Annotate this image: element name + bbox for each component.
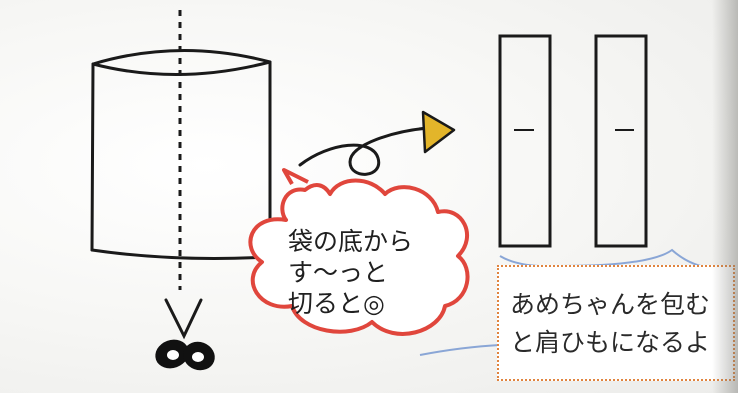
paper-shadow [712,0,738,393]
caption-line-2: と肩ひもになるよ [510,328,711,357]
blue-brace-bottom [419,344,501,356]
strip-right [594,34,648,248]
strip-left [498,34,552,248]
callout-line-2: す〜っと [288,258,389,287]
scissors-icon [155,298,215,371]
speech-bubble [248,168,470,336]
caption-line-1: あめちゃんを包む [510,290,711,319]
callout-line-1: 袋の底から [288,227,414,256]
callout-line-3: 切ると◎ [288,289,385,318]
arrow-icon [298,110,456,176]
callout-text: 袋の底から す〜っと 切ると◎ [288,226,458,319]
caption-box: あめちゃんを包む と肩ひもになるよ [497,265,735,381]
